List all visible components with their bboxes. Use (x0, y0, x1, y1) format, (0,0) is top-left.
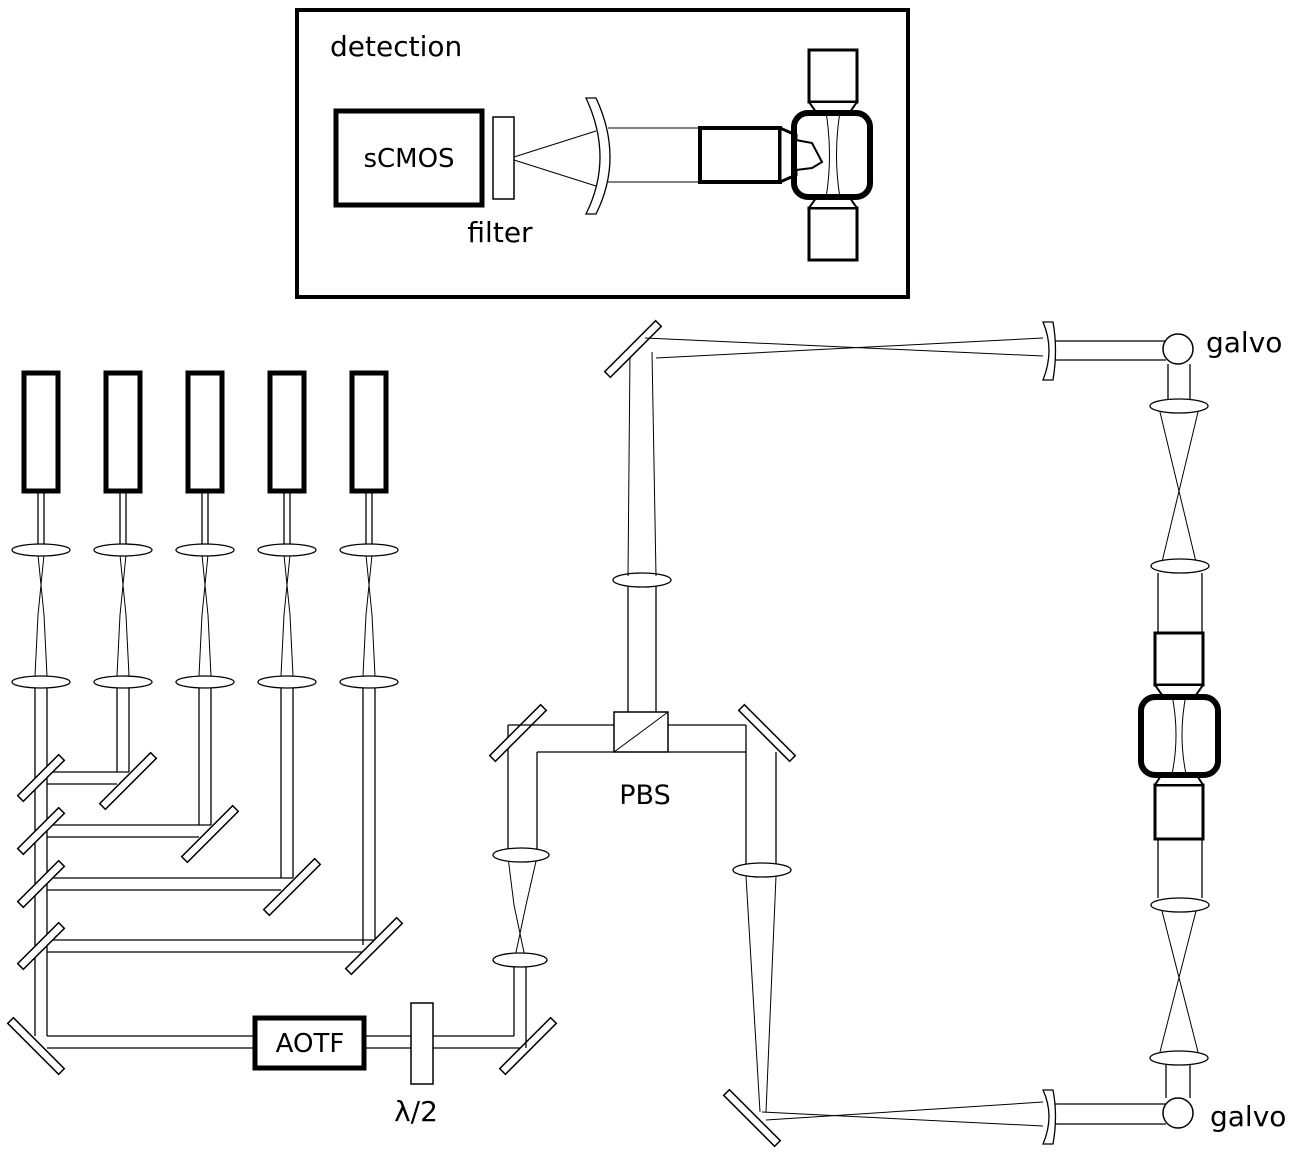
mirror (262, 857, 322, 917)
beam-expanders (11, 491, 399, 689)
detection-label: detection (330, 30, 462, 63)
laser-4 (267, 370, 307, 494)
lower-illumination-arm: galvo (668, 703, 1286, 1148)
illumination-objectives (1138, 631, 1221, 841)
laser-2 (103, 370, 143, 494)
tube-lens (584, 97, 611, 215)
mirror (737, 703, 797, 763)
upper-illumination-arm: galvo (603, 319, 1282, 712)
half-wave-plate-label: λ/2 (394, 1095, 438, 1128)
mirror (16, 921, 66, 971)
sample-chamber (791, 48, 873, 262)
detection-objective (698, 125, 798, 185)
mirror (603, 319, 663, 379)
mirror (722, 1088, 782, 1148)
mirror (16, 859, 66, 909)
laser-3 (185, 370, 225, 494)
mirror (16, 806, 66, 856)
filter-label: filter (467, 216, 533, 249)
emission-filter (492, 116, 515, 200)
camera: sCMOS (333, 108, 485, 208)
mirror (488, 703, 548, 763)
aotf-path: AOTF λ/2 (47, 1002, 558, 1128)
half-wave-plate (410, 1002, 434, 1085)
pbs-label: PBS (619, 780, 670, 811)
mirror (6, 1016, 66, 1076)
laser-bank (21, 370, 389, 494)
detection-inset: detection sCMOS filter (295, 8, 910, 299)
combiner-mirrors (6, 751, 404, 1076)
aotf: AOTF (252, 1015, 367, 1071)
camera-label: sCMOS (363, 144, 454, 174)
galvo-bottom-label: galvo (1210, 1100, 1286, 1133)
mirror (498, 1016, 558, 1076)
polarizing-beam-splitter: PBS (613, 711, 671, 811)
mirror (344, 916, 404, 976)
mirror (180, 804, 240, 864)
galvo-mirror (1162, 333, 1194, 365)
galvo-mirror (1162, 1097, 1194, 1129)
laser-5 (349, 370, 389, 494)
mirror (16, 753, 66, 803)
laser-1 (21, 370, 61, 494)
beam-combiner-paths (34, 688, 376, 1036)
aotf-label: AOTF (276, 1029, 345, 1059)
galvo-top-label: galvo (1206, 326, 1282, 359)
mirror (98, 751, 158, 811)
pbs-input-path (488, 703, 614, 1048)
